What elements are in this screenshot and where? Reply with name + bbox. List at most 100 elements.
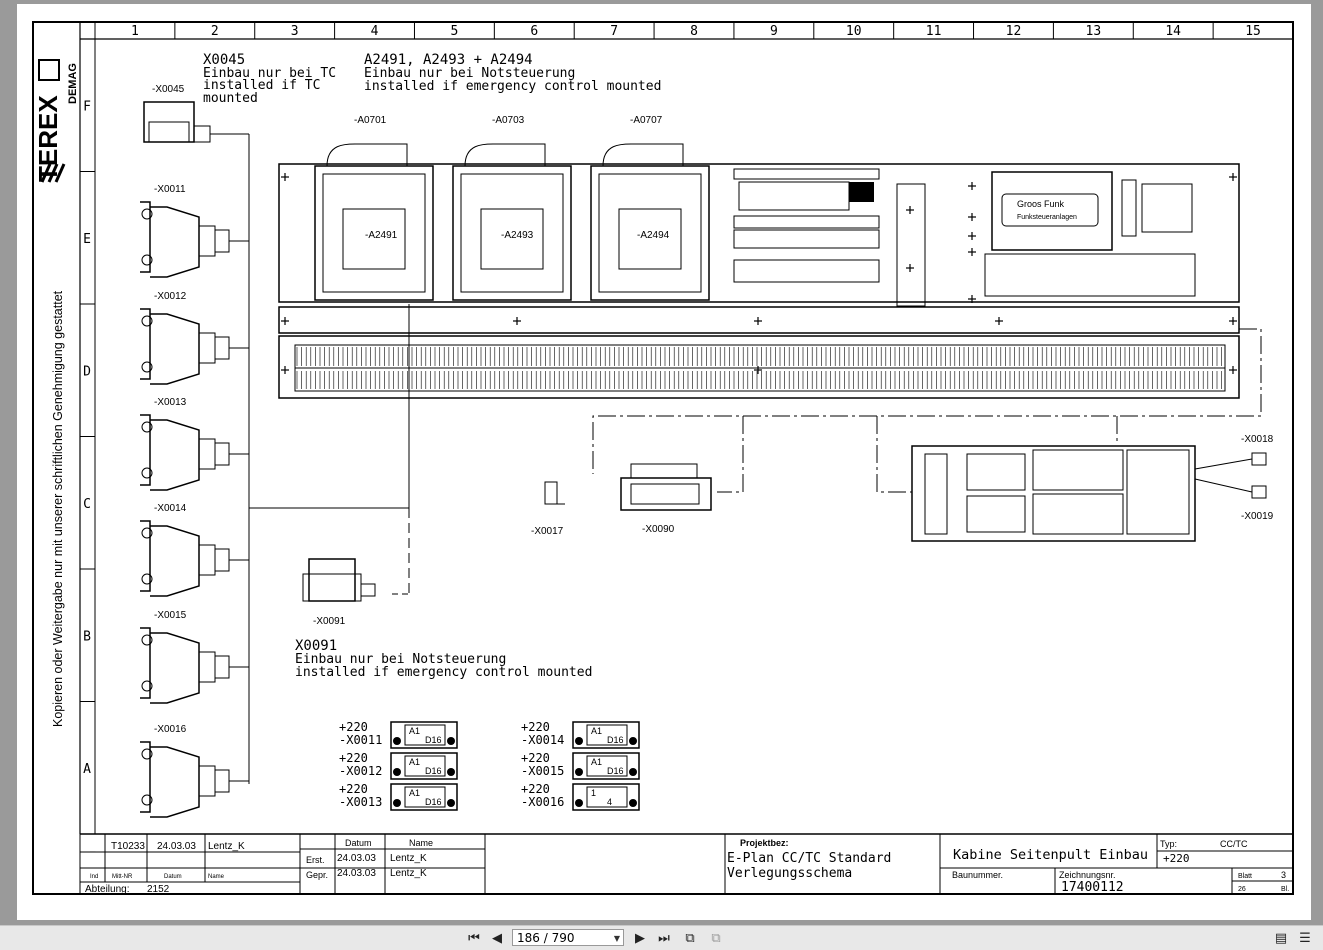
last-page-icon[interactable]: ⏭ [658, 930, 670, 946]
svg-text:Datum: Datum [164, 874, 182, 880]
svg-text:Verlegungsschema: Verlegungsschema [727, 866, 852, 881]
svg-text:Kabine Seitenpult Einbau: Kabine Seitenpult Einbau [953, 847, 1148, 863]
svg-text:Blatt: Blatt [1238, 873, 1252, 880]
svg-text:-A2491: -A2491 [365, 230, 398, 241]
column-label: 5 [450, 24, 458, 39]
power-module: -X0018 -X0019 [911, 434, 1274, 542]
svg-text:-A0707: -A0707 [630, 115, 663, 126]
svg-text:-X0014: -X0014 [521, 733, 564, 747]
svg-text:-X0019: -X0019 [1241, 511, 1274, 522]
svg-text:Name: Name [208, 874, 225, 880]
row-label: B [83, 629, 91, 644]
svg-text:-X0014: -X0014 [154, 503, 187, 514]
note-x0045: X0045 Einbau nur bei TC installed if TC … [203, 52, 336, 106]
svg-text:Einbau nur bei Notsteuerung: Einbau nur bei Notsteuerung [364, 66, 575, 81]
svg-text:-X0016: -X0016 [521, 795, 564, 809]
svg-text:Gepr.: Gepr. [306, 870, 328, 880]
row-label: D [83, 364, 91, 379]
previous-page-icon[interactable]: ◀ [492, 930, 502, 946]
svg-text:-X0011: -X0011 [339, 733, 382, 747]
svg-text:Zeichnungsnr.: Zeichnungsnr. [1059, 870, 1116, 880]
mounting-points [281, 173, 1237, 374]
svg-text:+220: +220 [339, 751, 368, 765]
column-label: 2 [211, 24, 219, 39]
svg-text:X0045: X0045 [203, 52, 245, 68]
row-label: A [83, 762, 91, 777]
svg-text:+220: +220 [1163, 852, 1190, 865]
svg-text:24.03.03: 24.03.03 [157, 841, 196, 852]
single-page-view-icon[interactable]: ▤ [1274, 930, 1288, 946]
svg-text:Lentz_K: Lentz_K [390, 868, 427, 879]
go-forward-view-icon[interactable]: ⧉ [711, 930, 721, 946]
copyright-side-text: Kopieren oder Weitergabe nur mit unserer… [51, 290, 65, 727]
connector-legend: +220-X0011A1D16+220-X0012A1D16+220-X0013… [339, 720, 640, 811]
emergency-modules: -A0701 -A0703 -A0707 -A2491 -A2493 -A249… [314, 115, 710, 301]
svg-text:CC/TC: CC/TC [1220, 839, 1248, 849]
connector-x0090: -X0090 [620, 463, 712, 535]
continuous-view-icon[interactable]: ☰ [1299, 930, 1311, 946]
radio-receiver: Groos Funk Funksteueranlagen [991, 171, 1193, 251]
svg-text:Einbau nur bei TC: Einbau nur bei TC [203, 66, 336, 81]
svg-text:Name: Name [409, 838, 433, 848]
svg-text:Groos Funk: Groos Funk [1017, 199, 1065, 209]
page-number-field[interactable]: 186 / 790▼ [512, 929, 624, 946]
svg-text:Ind: Ind [90, 874, 98, 880]
svg-text:A1: A1 [409, 788, 420, 798]
svg-text:3: 3 [1281, 870, 1286, 880]
row-label: C [83, 497, 91, 512]
next-page-icon[interactable]: ▶ [635, 930, 645, 946]
terminal-strip [294, 344, 1226, 392]
column-label: 1 [131, 24, 139, 39]
chevron-down-icon[interactable]: ▼ [613, 934, 620, 943]
svg-text:-X0015: -X0015 [521, 764, 564, 778]
go-back-view-icon[interactable]: ⧉ [685, 930, 695, 946]
svg-text:E-Plan CC/TC Standard: E-Plan CC/TC Standard [727, 851, 891, 866]
svg-text:T10233: T10233 [111, 841, 145, 852]
column-label: 4 [371, 24, 379, 39]
connector-x0017: -X0017 [531, 481, 565, 537]
harting-connectors: -X0011-X0012-X0013-X0014-X0015-X0016 [140, 184, 249, 818]
cable-routes [592, 328, 1262, 493]
svg-text:A1: A1 [409, 726, 420, 736]
svg-text:D16: D16 [425, 735, 442, 745]
svg-text:Bl.: Bl. [1281, 886, 1289, 893]
title-block: _ T10233 24.03.03 Lentz_K Ind Mitt-NR Da… [79, 834, 1293, 895]
svg-text:D16: D16 [607, 735, 624, 745]
svg-text:-X0013: -X0013 [339, 795, 382, 809]
svg-text:+220: +220 [521, 782, 550, 796]
svg-text:Einbau nur bei Notsteuerung: Einbau nur bei Notsteuerung [295, 652, 506, 667]
main-panel [278, 163, 1240, 399]
column-label: 13 [1086, 24, 1102, 39]
svg-text:Lentz_K: Lentz_K [390, 853, 427, 864]
svg-text:-X0013: -X0013 [154, 397, 187, 408]
svg-text:Projektbez:: Projektbez: [740, 838, 789, 848]
svg-text:-X0012: -X0012 [339, 764, 382, 778]
svg-text:A1: A1 [591, 757, 602, 767]
column-label: 12 [1006, 24, 1022, 39]
svg-text:-X0090: -X0090 [642, 524, 675, 535]
svg-text:-X0012: -X0012 [154, 291, 187, 302]
first-page-icon[interactable]: ⏮ [468, 930, 480, 946]
column-label: 15 [1245, 24, 1261, 39]
svg-text:-X0045: -X0045 [152, 84, 185, 95]
outer-frame [32, 21, 1294, 895]
viewer-toolbar: ⏮ ◀ 186 / 790▼ ▶ ⏭ ⧉ ⧉ ▤ ☰ [0, 925, 1323, 950]
svg-text:D16: D16 [425, 766, 442, 776]
svg-text:installed if TC: installed if TC [203, 78, 320, 93]
svg-text:Typ:: Typ: [1160, 839, 1177, 849]
connector-x0045: -X0045 [143, 84, 249, 143]
svg-text:-X0091: -X0091 [313, 616, 346, 627]
svg-text:A1: A1 [591, 726, 602, 736]
column-label: 7 [610, 24, 618, 39]
terminal-row-right [984, 253, 1196, 297]
row-label: E [83, 232, 91, 247]
svg-text:Datum: Datum [345, 838, 372, 848]
svg-text:-X0018: -X0018 [1241, 434, 1274, 445]
